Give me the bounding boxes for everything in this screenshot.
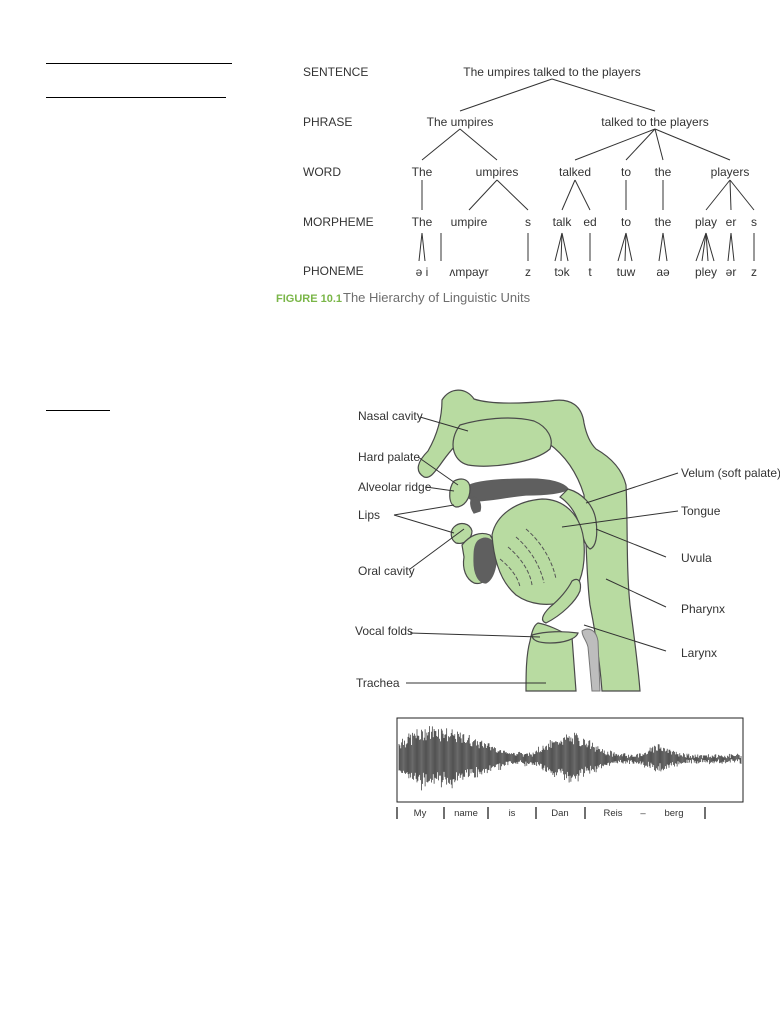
blank-line-1: [46, 63, 232, 64]
vocal-tract-diagram: Nasal cavity Hard palate Alveolar ridge …: [355, 389, 780, 692]
level-label-word: WORD: [303, 165, 341, 179]
sentence-node: The umpires talked to the players: [463, 65, 640, 79]
larynx-tube-shape: [581, 628, 601, 692]
label-trachea: Trachea: [356, 676, 400, 690]
segment-dividers: [396, 807, 706, 819]
morpheme-node: umpire: [451, 215, 488, 229]
segment-label: is: [509, 808, 516, 819]
phoneme-node: tɔk: [554, 265, 570, 279]
phoneme-node: z: [751, 265, 757, 279]
morpheme-node: the: [655, 215, 672, 229]
phoneme-node: ər: [726, 265, 737, 279]
morpheme-node: play: [695, 215, 717, 229]
level-label-phrase: PHRASE: [303, 115, 352, 129]
upper-teeth-shape: [470, 496, 482, 514]
label-alveolar-ridge: Alveolar ridge: [358, 480, 432, 494]
label-larynx: Larynx: [681, 646, 717, 660]
label-hard-palate: Hard palate: [358, 450, 420, 464]
level-label-morpheme: MORPHEME: [303, 215, 374, 229]
morpheme-node: talk: [553, 215, 573, 229]
level-label-phoneme: PHONEME: [303, 264, 364, 278]
label-oral-cavity: Oral cavity: [358, 564, 415, 578]
hard-palate-bone: [463, 478, 569, 502]
label-tongue: Tongue: [681, 504, 721, 518]
segment-label: –: [640, 808, 646, 819]
label-velum: Velum (soft palate): [681, 466, 780, 480]
phoneme-node: aə: [656, 265, 670, 279]
velum-shape: [559, 488, 598, 550]
word-node: talked: [559, 165, 591, 179]
figure-caption-number: FIGURE 10.1: [276, 293, 342, 305]
vocal-folds-shape: [531, 631, 579, 644]
waveform-signal: [398, 726, 742, 791]
segment-label: berg: [664, 808, 683, 819]
segment-label: name: [454, 808, 478, 819]
tongue-muscle-lines: [499, 528, 557, 588]
word-node: players: [711, 165, 750, 179]
label-uvula: Uvula: [681, 551, 712, 565]
phoneme-node: pley: [695, 265, 717, 279]
blank-line-3: [46, 410, 110, 411]
phoneme-node: z: [525, 265, 531, 279]
nasal-cavity-shape: [452, 417, 552, 467]
figure-caption-title: The Hierarchy of Linguistic Units: [343, 290, 531, 305]
level-label-sentence: SENTENCE: [303, 65, 368, 79]
morpheme-node: s: [525, 215, 531, 229]
morpheme-node: s: [751, 215, 757, 229]
morpheme-node: er: [726, 215, 737, 229]
phrase-node: talked to the players: [601, 115, 708, 129]
morpheme-node: The: [412, 215, 433, 229]
tree-connectors: [418, 78, 755, 262]
linguistic-hierarchy-diagram: SENTENCE PHRASE WORD MORPHEME PHONEME Th…: [276, 65, 757, 305]
label-vocal-folds: Vocal folds: [355, 624, 413, 638]
segment-label: Dan: [551, 808, 568, 819]
morpheme-node: ed: [583, 215, 596, 229]
phoneme-node: tuw: [617, 265, 636, 279]
word-node: to: [621, 165, 631, 179]
word-node: The: [412, 165, 433, 179]
phoneme-node: ʌmpayr: [449, 265, 488, 279]
phoneme-node: ə i: [416, 265, 429, 279]
blank-line-2: [46, 97, 226, 98]
morpheme-node: to: [621, 215, 631, 229]
label-leader-lines: [393, 416, 679, 684]
tongue-shape: [491, 498, 585, 605]
label-lips: Lips: [358, 508, 380, 522]
upper-lip-shape: [449, 478, 471, 508]
epiglottis-shape: [541, 578, 582, 624]
word-node: umpires: [476, 165, 519, 179]
word-node: the: [655, 165, 672, 179]
label-pharynx: Pharynx: [681, 602, 725, 616]
speech-waveform: My name is Dan Reis – berg: [396, 717, 744, 819]
segment-label: My: [414, 808, 427, 819]
label-nasal-cavity: Nasal cavity: [358, 409, 423, 423]
segment-label: Reis: [603, 808, 622, 819]
phrase-node: The umpires: [427, 115, 494, 129]
phoneme-node: t: [588, 265, 592, 279]
